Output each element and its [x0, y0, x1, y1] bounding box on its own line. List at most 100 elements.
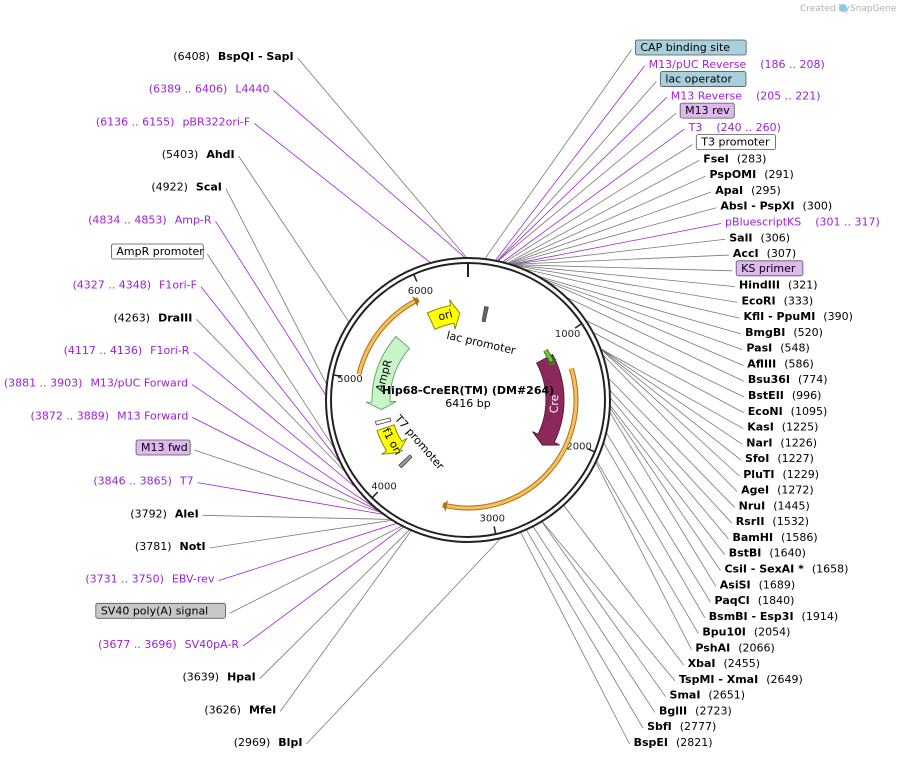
- primer-label-l4440[interactable]: (6389 .. 6406)L4440: [149, 83, 270, 96]
- enzyme-label-asisi[interactable]: AsiSI(1689): [720, 578, 795, 591]
- feature-label-ampr-promoter[interactable]: AmpR promoter: [111, 243, 204, 260]
- enzyme-label-afliii[interactable]: AflIII(586): [747, 357, 814, 370]
- enzyme-text: AbsI - PspXI(300): [720, 200, 832, 213]
- enzyme-label-bspei[interactable]: BspEI(2821): [634, 736, 713, 749]
- enzyme-label-xbai[interactable]: XbaI(2455): [688, 657, 760, 670]
- enzyme-label-noti[interactable]: (3781)NotI: [135, 540, 206, 553]
- leader-line: [607, 377, 735, 508]
- leader-line: [595, 461, 692, 650]
- enzyme-label-bspqi-sapi[interactable]: (6408)BspQI - SapI: [173, 50, 293, 63]
- enzyme-label-bstbi[interactable]: BstBI(1640): [729, 547, 806, 560]
- leader-line: [196, 319, 347, 473]
- enzyme-label-paqci[interactable]: PaqCI(1840): [715, 594, 795, 607]
- feature-box: [659, 71, 747, 87]
- enzyme-label-bsu36i[interactable]: Bsu36I(774): [748, 373, 828, 386]
- enzyme-label-ahdi[interactable]: (5403)AhdI: [162, 148, 235, 161]
- enzyme-label-bsmbi-esp3i[interactable]: BsmBI - Esp3I(1914): [709, 610, 838, 623]
- enzyme-label-hindiii[interactable]: HindIII(321): [739, 279, 818, 292]
- enzyme-label-bsteii[interactable]: BstEII(996): [748, 389, 821, 402]
- enzyme-label-sfoi[interactable]: SfoI(1227): [745, 452, 814, 465]
- leader-line: [509, 207, 717, 265]
- enzyme-label-bmgbi[interactable]: BmgBI(520): [745, 326, 823, 339]
- ruler-tick-1000: [574, 322, 583, 329]
- primer-label-ebv-rev[interactable]: (3731 .. 3750)EBV-rev: [85, 573, 215, 586]
- leader-line: [532, 526, 656, 713]
- enzyme-label-smai[interactable]: SmaI(2651): [670, 689, 745, 702]
- leader-line: [609, 389, 733, 524]
- enzyme-label-fsei[interactable]: FseI(283): [703, 152, 766, 165]
- enzyme-label-nari[interactable]: NarI(1226): [746, 436, 817, 449]
- primer-label-m13-forward[interactable]: (3872 .. 3889)M13 Forward: [31, 409, 189, 422]
- enzyme-text: TspMI - XmaI(2649): [679, 673, 803, 686]
- enzyme-label-bpu10i[interactable]: Bpu10I(2054): [702, 626, 790, 639]
- enzyme-label-nrui[interactable]: NruI(1445): [739, 499, 810, 512]
- ruler-tick-3000: [493, 526, 497, 535]
- enzyme-label-apai[interactable]: ApaI(295): [715, 184, 781, 197]
- enzyme-label-econi[interactable]: EcoNI(1095): [748, 405, 827, 418]
- feature-label-m13-fwd[interactable]: M13 fwd: [135, 439, 191, 456]
- enzyme-label-bamhi[interactable]: BamHI(1586): [732, 531, 817, 544]
- enzyme-text: AflIII(586): [747, 357, 814, 370]
- enzyme-label-agei[interactable]: AgeI(1272): [741, 484, 814, 497]
- leader-line: [279, 530, 412, 712]
- primer-text: pBluescriptKS(301 .. 317): [725, 216, 880, 229]
- enzyme-text: BstBI(1640): [729, 547, 806, 560]
- plasmid-size: 6416 bp: [445, 397, 490, 410]
- leader-line: [192, 416, 382, 513]
- enzyme-text: (4922)ScaI: [151, 181, 222, 194]
- leader-line: [191, 384, 381, 512]
- primer-label-pbluescriptks[interactable]: pBluescriptKS(301 .. 317): [725, 216, 880, 229]
- enzyme-label-acci[interactable]: AccI(307): [733, 247, 796, 260]
- primer-label-f1ori-r[interactable]: (4117 .. 4136)F1ori-R: [64, 344, 190, 357]
- primer-text: (3677 .. 3696)SV40pA-R: [98, 638, 239, 651]
- enzyme-label-kfli-ppumi[interactable]: KflI - PpuMI(390): [743, 310, 852, 323]
- enzyme-label-pshai[interactable]: PshAI(2066): [695, 641, 774, 654]
- primer-label-sv40pa-r[interactable]: (3677 .. 3696)SV40pA-R: [98, 638, 239, 651]
- primer-text: (6136 .. 6155)pBR322ori-F: [96, 115, 250, 128]
- enzyme-label-csii-sexai[interactable]: CsiI - SexAI *(1658): [724, 563, 848, 576]
- feature-label-m13-rev[interactable]: M13 rev: [679, 102, 735, 119]
- ruler-label-6000: 6000: [408, 286, 433, 297]
- primer-label-m13-puc-forward[interactable]: (3881 .. 3903)M13/pUC Forward: [4, 377, 188, 390]
- enzyme-label-mfei[interactable]: (3626)MfeI: [204, 703, 276, 716]
- ruler-tick-2000: [587, 448, 596, 453]
- primer-label-f1ori-f[interactable]: (4327 .. 4348)F1ori-F: [72, 279, 196, 292]
- enzyme-label-kasi[interactable]: KasI(1225): [747, 421, 818, 434]
- enzyme-label-absi-pspxi[interactable]: AbsI - PspXI(300): [720, 200, 832, 213]
- enzyme-label-tspmi-xmai[interactable]: TspMI - XmaI(2649): [679, 673, 803, 686]
- enzyme-label-bglii[interactable]: BglII(2723): [659, 704, 732, 717]
- feature-label-lac-operator[interactable]: lac operator: [659, 71, 747, 87]
- enzyme-label-ecori[interactable]: EcoRI(333): [741, 294, 813, 307]
- enzyme-text: SmaI(2651): [670, 689, 745, 702]
- feature-label-cap-binding-site[interactable]: CAP binding site: [634, 39, 747, 56]
- enzyme-label-hpai[interactable]: (3639)HpaI: [183, 671, 256, 684]
- leader-line: [585, 319, 745, 398]
- enzyme-label-draiii[interactable]: (4263)DraIII: [114, 311, 193, 324]
- leader-line: [511, 264, 736, 287]
- primer-label-m13-puc-reverse[interactable]: M13/pUC Reverse(186 .. 208): [649, 58, 825, 71]
- enzyme-label-scai[interactable]: (4922)ScaI: [151, 181, 222, 194]
- enzyme-label-sbfi[interactable]: SbfI(2777): [647, 720, 716, 733]
- primer-label-t7[interactable]: (3846 .. 3865)T7: [93, 475, 193, 488]
- feature-label-ks-primer[interactable]: KS primer: [735, 260, 804, 277]
- feature-f1-ori: [376, 424, 408, 455]
- primer-label-amp-r[interactable]: (4834 .. 4853)Amp-R: [88, 213, 212, 226]
- primer-label-m13-reverse[interactable]: M13 Reverse(205 .. 221): [671, 89, 821, 102]
- enzyme-label-pluti[interactable]: PluTI(1229): [743, 468, 819, 481]
- leader-line: [503, 144, 693, 263]
- enzyme-label-rsrii[interactable]: RsrII(1532): [736, 515, 809, 528]
- enzyme-text: XbaI(2455): [688, 657, 760, 670]
- leader-line: [238, 155, 350, 323]
- enzyme-label-alei[interactable]: (3792)AleI: [130, 507, 198, 520]
- primer-label-t3[interactable]: T3(240 .. 260): [688, 121, 781, 134]
- leader-line: [510, 254, 729, 265]
- enzyme-label-pasi[interactable]: PasI(548): [746, 342, 809, 355]
- enzyme-label-blpi[interactable]: (2969)BlpI: [234, 736, 303, 749]
- feature-label-sv40-poly-a-signal[interactable]: SV40 poly(A) signal: [95, 602, 226, 619]
- primer-label-pbr322ori-f[interactable]: (6136 .. 6155)pBR322ori-F: [96, 115, 250, 128]
- enzyme-label-pspomi[interactable]: PspOMI(291): [710, 168, 794, 181]
- leader-line: [218, 522, 398, 582]
- leader-line: [520, 267, 740, 319]
- enzyme-label-sali[interactable]: SalI(306): [729, 231, 790, 244]
- feature-label-t3-promoter[interactable]: T3 promoter: [695, 134, 776, 151]
